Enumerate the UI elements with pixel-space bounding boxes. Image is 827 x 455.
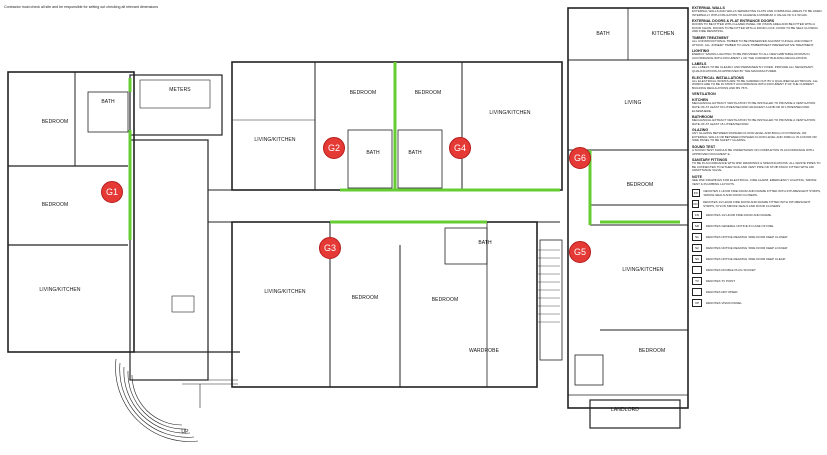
room-label: BEDROOM (41, 202, 69, 208)
legend-text: DENOTES TV POINT (706, 279, 736, 284)
room-label: BEDROOM (638, 348, 666, 354)
note-heading: ELECTRICAL INSTALLATIONS (692, 75, 744, 80)
legend-text: DENOTES NOTICE READING 'FIRE DOOR KEEP C… (706, 257, 786, 262)
fire-escape-route (128, 62, 680, 240)
note-text: SEE RSF DRAWINGS FOR ELECTRICAL, FIRE AL… (692, 178, 817, 186)
legend-text: DENOTES NOTICE READING 'FIRE DOOR KEEP C… (706, 235, 788, 240)
legend-symbol: TV (692, 277, 702, 286)
note-heading: BATHROOM (692, 115, 713, 120)
legend-text: DENOTES 1/2 HOUR FIRE DOOR AND FRAME. (706, 213, 772, 218)
room-label: BATH (478, 240, 492, 246)
walls-north (231, 61, 563, 191)
legend-text: DENOTES DOUBLE PLUG SOCKET (706, 268, 756, 273)
stair-label: UP (181, 429, 189, 435)
legend-symbol: VP (692, 299, 702, 308)
room-label: LIVING/KITCHEN (39, 287, 81, 293)
legend-text: DENOTES GENERAL NOTICE IN CASE OF FIRE. (706, 224, 775, 229)
note-heading: KITCHEN (692, 98, 708, 103)
room-label: BEDROOM (431, 297, 459, 303)
room-label: BEDROOM (351, 295, 379, 301)
legend-row: FD DENOTES 1/2 HOUR FIRE DOOR AND FRAME. (692, 211, 822, 220)
note-heading: LABELS (692, 62, 707, 67)
legend-row: S3 DENOTES NOTICE READING 'FIRE DOOR KEEP… (692, 255, 822, 264)
room-label: METERS (169, 87, 191, 93)
fire-point-marker: G4 (449, 137, 471, 159)
legend-symbol (692, 288, 702, 297)
legend-symbol: SD (692, 222, 702, 231)
fire-point-marker: G2 (323, 137, 345, 159)
walls-west (7, 71, 240, 381)
fire-point-marker: G1 (101, 181, 123, 203)
fire-point-marker: G6 (569, 147, 591, 169)
note-heading: GLAZING (692, 128, 709, 133)
note-text: ALL CONSTRUCTIONAL TIMBER TO BE PRESERVE… (692, 38, 814, 47)
room-label: BATH (408, 150, 422, 156)
note-heading: SOUND TEST (692, 145, 716, 150)
note-heading: NOTE (692, 175, 702, 180)
room-label: BEDROOM (41, 119, 69, 125)
legend-text: DENOTES 1/2 HOUR FIRE DOOR AND FRAME FIT… (703, 200, 811, 209)
legend-symbol: FD (692, 189, 700, 198)
legend-row: DENOTES DRY RISER (692, 288, 822, 297)
room-label: BATH (101, 99, 115, 105)
corridor (208, 189, 560, 223)
room-label: LANDLORD (610, 407, 640, 413)
walls-south (231, 221, 563, 388)
room-label: LIVING/KITCHEN (264, 289, 306, 295)
legend-symbol (692, 266, 702, 275)
note-heading: TIMBER TREATMENT (692, 35, 729, 40)
legend-row: SD DENOTES GENERAL NOTICE IN CASE OF FIRE… (692, 222, 822, 231)
room-label: BATH (596, 31, 610, 37)
legend-row: S2 DENOTES NOTICE READING 'FIRE DOOR KEEP… (692, 244, 822, 253)
legend-symbol: FD (692, 200, 700, 209)
entrance-steps (115, 358, 238, 442)
legend-row: S1 DENOTES NOTICE READING 'FIRE DOOR KEEP… (692, 233, 822, 242)
room-label: BATH (366, 150, 380, 156)
legend-row: TV DENOTES TV POINT (692, 277, 822, 286)
note-text: EXTERNAL WALLS AND WALLS SEPARATING FLAT… (692, 9, 822, 17)
note-text: TO BE IN ACCORDANCE WITH RSF DRAWINGS & … (692, 161, 821, 173)
room-label: KITCHEN (651, 31, 675, 37)
room-label: LIVING/KITCHEN (622, 267, 664, 273)
header-note: Contractor must check all site and be re… (4, 5, 159, 9)
room-label: BEDROOM (414, 90, 442, 96)
note-text: MECHANICAL EXTRACT VENTILATION TO BE INS… (692, 118, 816, 126)
legend-symbol: FD (692, 211, 702, 220)
note-text: DOORS TO BE FITTED WITH GLAZED PANEL OR … (692, 22, 818, 34)
legend-symbol: S1 (692, 233, 702, 242)
note-heading: SANITARY FITTINGS (692, 158, 728, 163)
legend-text: DENOTES VISION PANEL (706, 301, 742, 306)
legend-text: DENOTES DRY RISER (706, 290, 738, 295)
note-text: ALL ELECTRICAL WORKS ARE TO BE CARRIED O… (692, 78, 818, 90)
note-text: MECHANICAL EXTRACT VENTILATION TO BE INS… (692, 101, 816, 113)
room-label: BEDROOM (349, 90, 377, 96)
room-label: LIVING/KITCHEN (489, 110, 531, 116)
fire-point-marker: G3 (319, 237, 341, 259)
legend-symbol: S2 (692, 244, 702, 253)
legend-text: DENOTES NOTICE READING 'FIRE DOOR KEEP L… (706, 246, 788, 251)
note-text: ALL LABELS TO BE CLEARLY AND PERMANENTLY… (692, 65, 814, 73)
note-text: ENERGY SAVING LIGHTING TO BE PROVIDED TO… (692, 52, 810, 60)
note-heading: LIGHTING (692, 49, 710, 54)
legend-row: VP DENOTES VISION PANEL (692, 299, 822, 308)
note-text: A SOUND TEST SHOULD BE UNDERTAKEN ON COM… (692, 148, 814, 156)
room-label: LIVING/KITCHEN (254, 137, 296, 143)
legend-text: DENOTES 1 HOUR FIRE DOOR AND FRAME FITTE… (703, 189, 821, 198)
stairs-east (538, 249, 560, 323)
room-label: LIVING (624, 100, 642, 106)
room-label: BEDROOM (626, 182, 654, 188)
room-label: WARDROBE (468, 348, 500, 354)
fire-point-marker: G5 (569, 241, 591, 263)
legend-symbol: S3 (692, 255, 702, 264)
note-heading: EXTERNAL WALLS (692, 6, 725, 10)
note-heading: VENTILATION (692, 92, 716, 97)
note-text: ANY GLAZING BETWEEN FINISHED FLOOR LEVEL… (692, 131, 817, 143)
walls-east (567, 7, 689, 429)
legend-row: DENOTES DOUBLE PLUG SOCKET (692, 266, 822, 275)
note-heading: EXTERNAL DOORS & FLAT ENTRANCE DOORS (692, 19, 775, 24)
